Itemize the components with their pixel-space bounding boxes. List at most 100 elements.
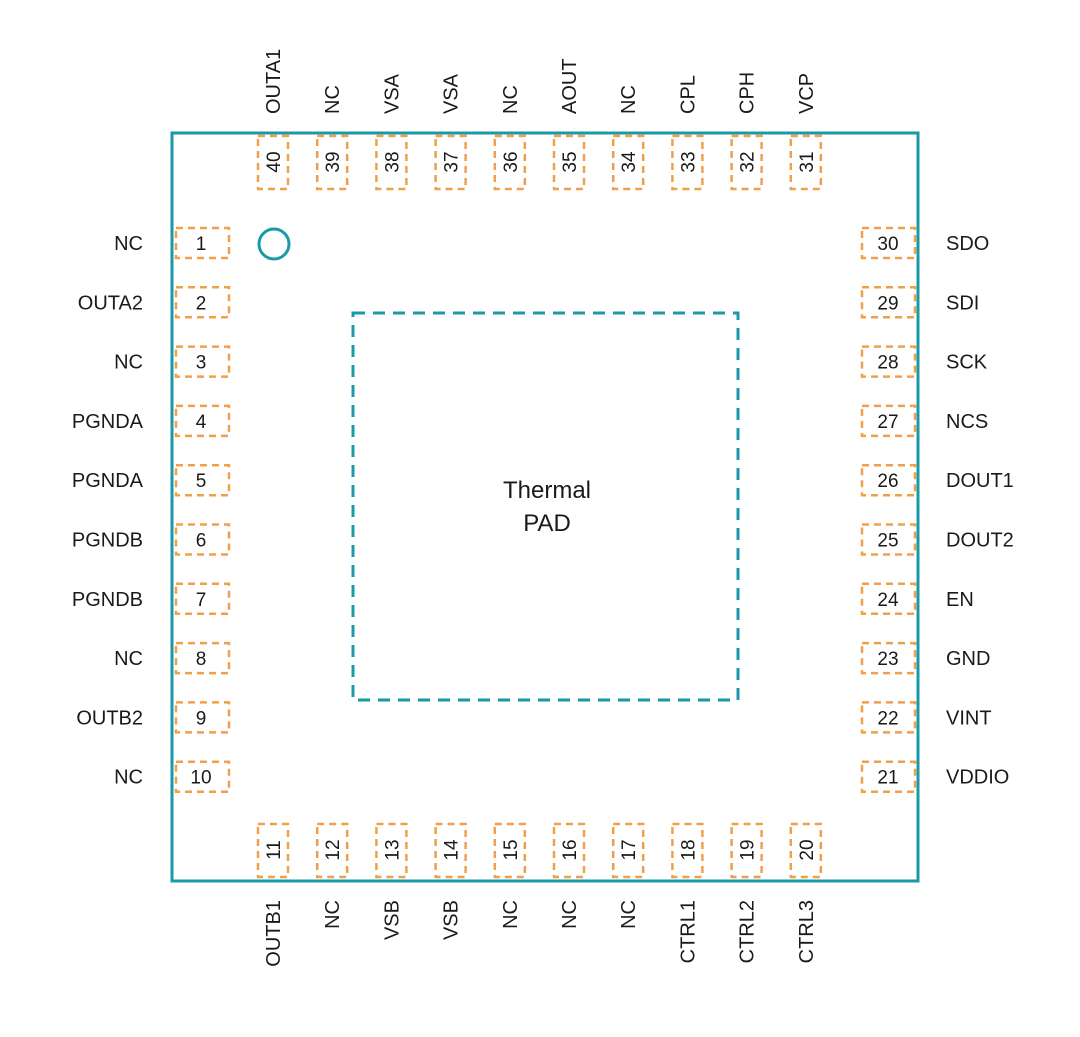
- pin-pad: [789, 822, 823, 879]
- pin-number: 34: [619, 151, 640, 173]
- pin-pad: [860, 641, 917, 675]
- pin-pad: [730, 822, 763, 879]
- pin-label: OUTB1: [263, 900, 285, 967]
- pin-label: DOUT1: [946, 470, 1014, 492]
- pin-number: 30: [877, 234, 898, 255]
- pin-number: 15: [501, 839, 522, 860]
- pin-label: NC: [322, 85, 344, 114]
- pin-label: AOUT: [559, 58, 581, 114]
- pin-number: 1: [196, 234, 207, 255]
- pin-number: 2: [196, 293, 207, 314]
- pin-pad: [860, 345, 917, 378]
- pin-label: PGNDA: [72, 411, 144, 433]
- pin-pad: [860, 463, 917, 497]
- pin-pad: [256, 134, 290, 191]
- pin-number: 20: [797, 839, 818, 860]
- pin-pad: [174, 760, 231, 793]
- pin-number: 9: [196, 708, 207, 729]
- pin-pad: [174, 523, 231, 556]
- pin-number: 37: [442, 151, 463, 172]
- pin-pad: [174, 226, 231, 260]
- pin-label: VINT: [946, 707, 992, 729]
- pin-number: 11: [264, 840, 285, 860]
- pin-number: 22: [877, 708, 898, 729]
- pin-pad: [552, 822, 586, 879]
- pin-label: SDO: [946, 233, 989, 255]
- pin-pad: [671, 822, 704, 879]
- pin-label: PGNDA: [72, 470, 144, 492]
- pin-pad: [671, 134, 704, 191]
- pin-pad: [174, 582, 231, 616]
- pin-label: CTRL2: [737, 900, 759, 963]
- thermal-pad: [351, 311, 740, 702]
- pin-number: 13: [382, 839, 403, 860]
- pin-pad: [860, 701, 917, 734]
- pin-label: NC: [559, 900, 581, 929]
- pin-label: VSA: [381, 73, 403, 114]
- pin1-indicator-icon: [257, 227, 291, 261]
- pin-label: NC: [500, 85, 522, 114]
- pin-pad: [860, 582, 917, 616]
- pin-number: 32: [738, 151, 759, 172]
- pin-pad: [434, 822, 467, 879]
- pin-number: 5: [196, 471, 207, 492]
- pin-label: NC: [114, 233, 143, 255]
- pin-number: 25: [877, 531, 898, 552]
- pin-number: 36: [501, 151, 522, 172]
- pin-pad: [552, 134, 586, 191]
- pin-pad: [611, 134, 645, 191]
- pin-pad: [256, 822, 290, 879]
- pin-label: VDDIO: [946, 767, 1009, 789]
- pin-label: VSB: [381, 900, 403, 940]
- pin-number: 4: [196, 412, 207, 433]
- pin-label: CTRL1: [677, 900, 699, 963]
- pin-label: PGNDB: [72, 530, 143, 552]
- pin-label: NCS: [946, 411, 988, 433]
- pin-number: 39: [323, 151, 344, 172]
- pin-label: NC: [500, 900, 522, 929]
- thermal-pad-label-line2: PAD: [523, 510, 571, 537]
- pin-label: PGNDB: [72, 589, 143, 611]
- pin-number: 7: [196, 590, 207, 611]
- pin-label: CTRL3: [796, 900, 818, 963]
- pin-label: SCK: [946, 352, 988, 374]
- pin-label: NC: [618, 900, 640, 929]
- pin-pad: [730, 134, 763, 191]
- pin-number: 8: [196, 649, 207, 670]
- pin-pad: [315, 822, 349, 879]
- pin-number: 40: [264, 151, 285, 172]
- pin-label: GND: [946, 648, 990, 670]
- pin-pad: [493, 134, 527, 191]
- pin-pad: [174, 641, 231, 675]
- pin-pad: [493, 822, 527, 879]
- pin-number: 17: [619, 839, 640, 860]
- pin-pad: [611, 822, 645, 879]
- pin-number: 24: [877, 590, 899, 611]
- pin-label: CPL: [677, 75, 699, 114]
- pin-label: DOUT2: [946, 530, 1014, 552]
- pin-number: 6: [196, 531, 207, 552]
- chip-package-outline: [170, 131, 920, 883]
- pin-pad: [860, 286, 917, 319]
- pin-label: OUTA2: [78, 292, 143, 314]
- pin-number: 14: [442, 839, 463, 861]
- pin-number: 31: [797, 151, 818, 172]
- pin-label: CPH: [737, 72, 759, 114]
- pin-pad: [789, 134, 823, 191]
- pin-pad: [174, 286, 231, 319]
- pin-label: VCP: [796, 73, 818, 114]
- pin-pad: [375, 134, 408, 191]
- pin-label: VSB: [441, 900, 463, 940]
- pin-pad: [174, 701, 231, 734]
- pin-label: SDI: [946, 292, 979, 314]
- pin-number: 16: [560, 839, 581, 860]
- pin-number: 18: [678, 839, 699, 860]
- pin-number: 10: [190, 768, 211, 789]
- pin-label: NC: [618, 85, 640, 114]
- thermal-pad-label-line1: Thermal: [503, 477, 591, 504]
- pin-label: NC: [114, 767, 143, 789]
- pin-number: 29: [877, 293, 898, 314]
- pin-number: 21: [877, 768, 898, 789]
- pin-label: OUTA1: [263, 49, 285, 114]
